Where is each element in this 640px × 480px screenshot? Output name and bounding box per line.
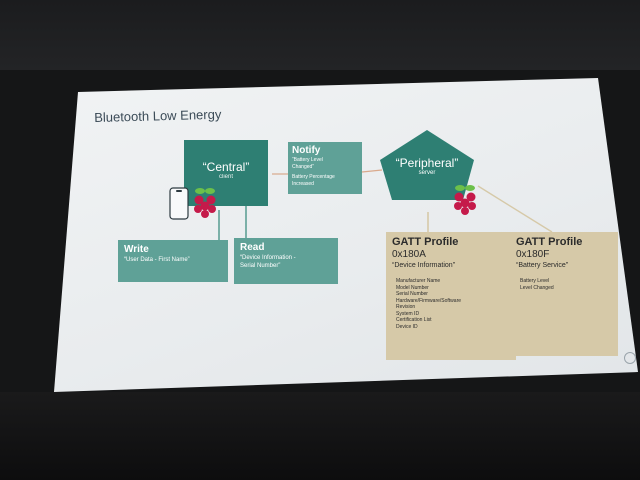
notify-line-1: “Battery Level [292,157,323,163]
gatt-device-item: System ID [396,310,420,317]
notify-peripheral-arrow [361,169,383,173]
smartphone-icon [169,187,189,220]
corner-logo-icon [624,352,636,364]
write-line-1: “User Data - First Name” [124,257,190,263]
gatt-battery-service-box: GATT Profile 0x180F “Battery Service” Ba… [510,232,618,356]
peripheral-pentagon [380,130,474,200]
gatt-device-item: Serial Number [396,291,428,297]
write-heading: Write [124,244,149,255]
gatt-device-information-box: GATT Profile 0x180A “Device Information”… [386,232,516,360]
gatt-device-item: Device ID [396,323,418,330]
notify-line-3: Battery Percentage [292,174,335,180]
gatt-device-item: Manufacturer Name [396,278,441,284]
peripheral-gatt2-connector [477,185,553,233]
read-line-1: “Device Information - [240,255,296,261]
notify-line-4: Increased [292,181,314,187]
stage-floor [0,392,640,480]
gatt-device-item: Certification List [396,317,432,323]
peripheral-text: “Peripheral” server [380,156,474,176]
central-box: “Central” client [184,140,268,206]
gatt-battery-name: “Battery Service” [516,262,569,269]
read-line-2: Serial Number” [240,263,281,269]
notify-box: Notify “Battery Level Changed” Battery P… [288,142,362,194]
stage-background-top [0,0,640,70]
notify-line-2: Changed” [292,164,314,170]
raspberry-pi-icon [454,185,476,215]
peripheral-sublabel: server [418,170,436,176]
read-box: Read “Device Information - Serial Number… [234,238,338,284]
gatt-device-heading: GATT Profile [392,236,459,248]
central-sublabel: client [218,174,233,180]
read-heading: Read [240,242,265,253]
gatt-device-name: “Device Information” [392,262,456,269]
gatt-battery-item: Level Changed [520,284,554,291]
gatt-battery-heading: GATT Profile [516,236,583,248]
gatt-device-item: Revision [396,304,416,310]
raspberry-pi-icon [194,188,216,218]
gatt-device-item: Model Number [396,284,429,291]
central-label: “Central” [202,160,250,174]
gatt-device-item: Hardware/Firmware/Software [396,297,462,304]
gatt-device-id: 0x180A [392,249,426,260]
gatt-battery-item: Battery Level [520,278,550,284]
write-box: Write “User Data - First Name” [118,240,228,282]
peripheral-label: “Peripheral” [395,156,459,170]
notify-heading: Notify [292,145,321,156]
gatt-battery-id: 0x180F [516,249,550,260]
